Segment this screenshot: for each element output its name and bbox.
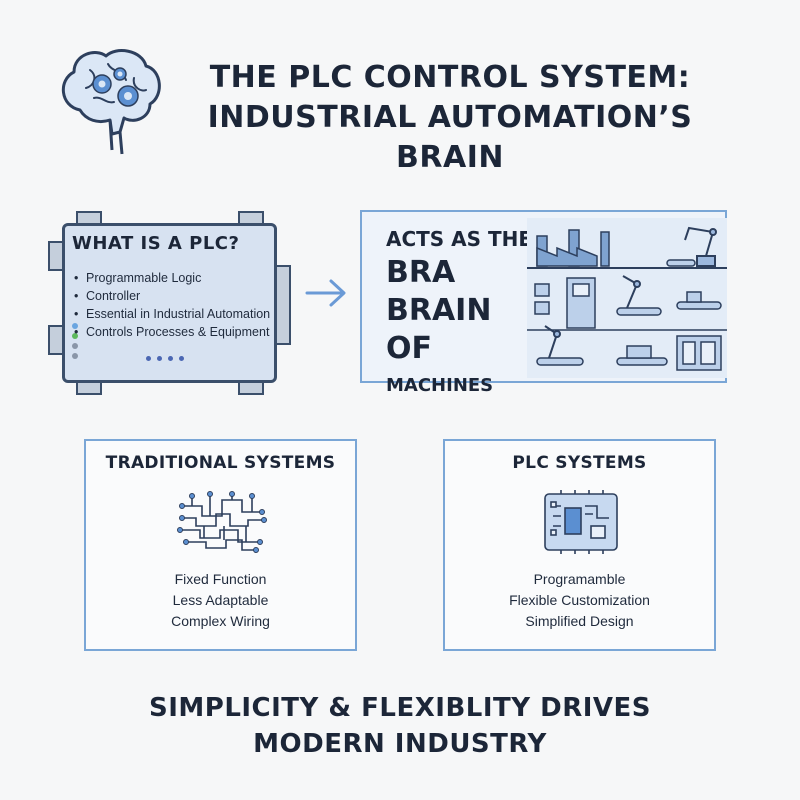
factory-machines-illustration [527, 218, 727, 378]
plc-mount-tab [76, 381, 102, 395]
list-item: Simplified Design [525, 613, 634, 629]
list-item: Fixed Function [174, 571, 267, 587]
list-item: Complex Wiring [171, 613, 270, 629]
footer-line-1: SIMPLICITY & FLEXIBLITY DRIVES [148, 693, 652, 723]
traditional-features-list: Fixed Function Less Adaptable Complex Wi… [86, 569, 355, 632]
robot-arm-icon [684, 226, 717, 267]
traditional-systems-card: TRADITIONAL SYSTEMS Fixed Function Less … [84, 439, 357, 651]
plc-card-title: WHAT IS A PLC? [72, 233, 240, 254]
machines-panel-text: ACTS AS THE BRA BRAIN OF MACHINES [386, 224, 536, 400]
title-line-1: THE PLC CONTROL SYSTEM: [209, 60, 691, 95]
brain-of-machines-panel: ACTS AS THE BRA BRAIN OF MACHINES [360, 210, 727, 396]
conveyor-icon [616, 291, 722, 316]
status-led [72, 343, 78, 349]
panel-line-1: ACTS AS THE [386, 227, 533, 251]
arrow-right-icon [305, 279, 346, 307]
title-line-2: INDUSTRIAL AUTOMATION’S BRAIN [207, 100, 693, 175]
conveyor-icon [666, 259, 696, 267]
panel-line-4: MACHINES [386, 375, 494, 396]
plc-device-card: WHAT IS A PLC? Programmable Logic Contro… [42, 205, 297, 395]
robot-arm-icon [544, 325, 561, 359]
conveyor-icon [536, 345, 668, 366]
list-item: Essential in Industrial Automation [74, 305, 299, 323]
list-item: Programamble [533, 571, 626, 587]
control-panel-icon [534, 277, 596, 329]
card-title: PLC SYSTEMS [512, 453, 647, 473]
plc-features-list: Programamble Flexible Customization Simp… [445, 569, 714, 632]
robot-arm-icon [622, 275, 641, 309]
list-item: Controller [74, 287, 299, 305]
list-item: Controls Processes & Equipment [74, 323, 299, 341]
plc-systems-card: PLC SYSTEMS Programamble Flexible Custom… [443, 439, 716, 651]
brain-gears-icon [61, 49, 161, 155]
status-led [72, 353, 78, 359]
panel-line-3: BRAIN OF [386, 293, 492, 366]
page-title: THE PLC CONTROL SYSTEM: INDUSTRIAL AUTOM… [190, 58, 710, 178]
footer-tagline: SIMPLICITY & FLEXIBLITY DRIVES MODERN IN… [100, 690, 700, 762]
panel-line-2: BRA [386, 255, 456, 290]
control-cabinet-icon [676, 335, 722, 371]
circuit-wiring-icon [177, 491, 267, 553]
list-item: Flexible Customization [509, 592, 650, 608]
list-item: Less Adaptable [172, 592, 269, 608]
factory-icon [536, 229, 610, 267]
footer-line-2: MODERN INDUSTRY [253, 729, 547, 759]
indicator-dots [146, 356, 184, 361]
plc-feature-list: Programmable Logic Controller Essential … [74, 269, 299, 341]
plc-mount-tab [238, 381, 264, 395]
circuit-board-icon [544, 490, 618, 554]
card-title: TRADITIONAL SYSTEMS [105, 453, 336, 473]
list-item: Programmable Logic [74, 269, 299, 287]
